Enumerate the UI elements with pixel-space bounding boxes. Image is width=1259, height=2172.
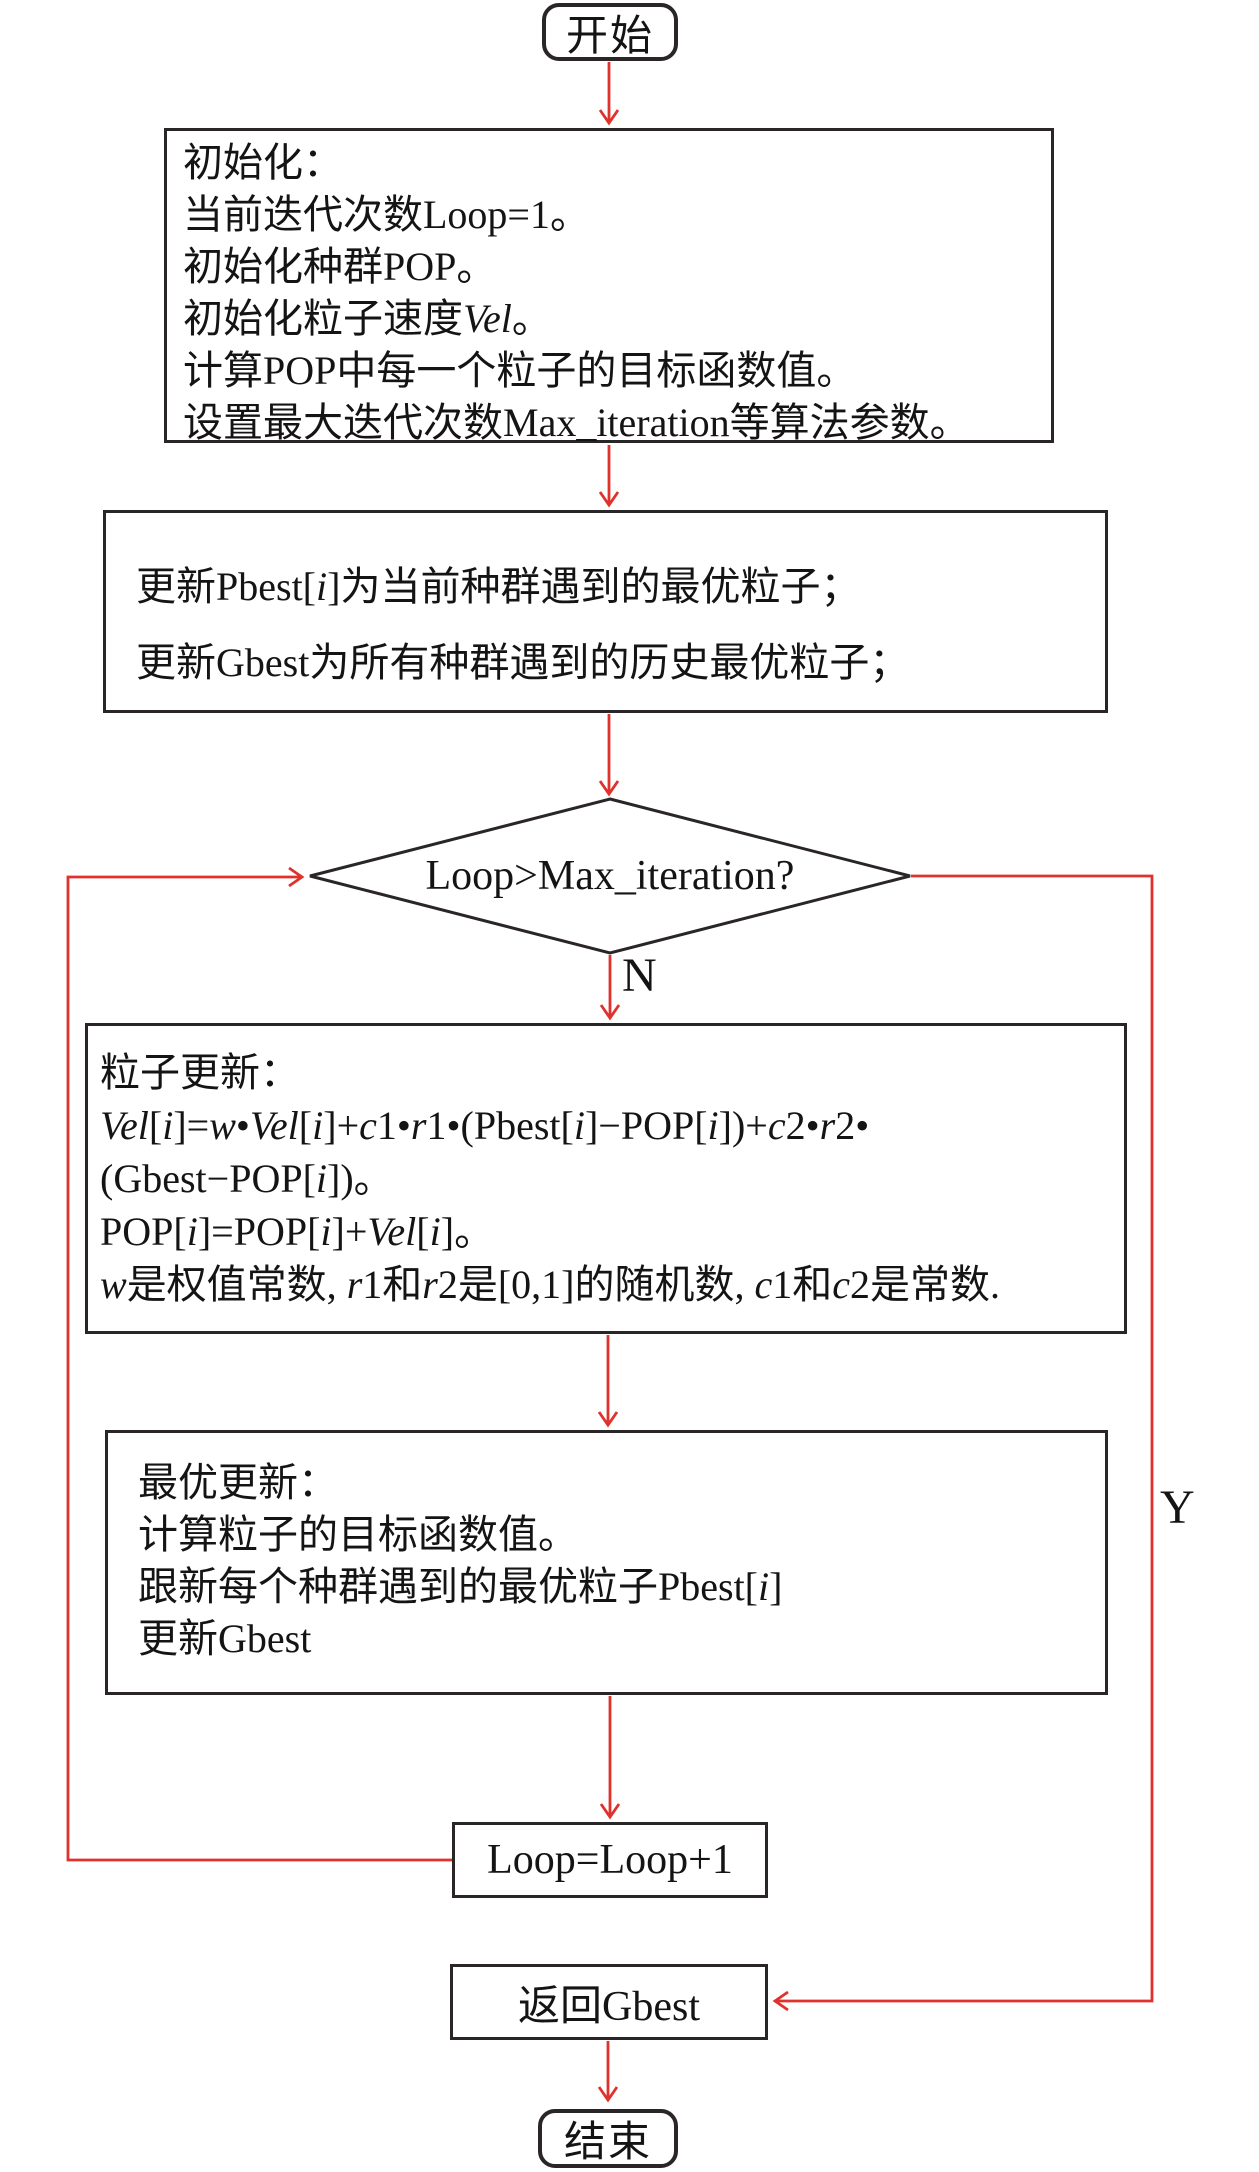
update-line: 更新Gbest为所有种群遇到的历史最优粒子； [136, 640, 910, 685]
start-node: 开始 [542, 3, 678, 61]
best-update-line: 更新Gbest [138, 1616, 312, 1661]
init-line: 设置最大迭代次数Max_iteration等算法参数。 [183, 400, 970, 445]
update-pbest-gbest-box: 更新Pbest[i]为当前种群遇到的最优粒子； 更新Gbest为所有种群遇到的历… [103, 510, 1108, 713]
return-gbest-label: 返回Gbest [518, 1983, 700, 2030]
particle-update-line: POP[i]=POP[i]+Vel[i]。 [100, 1209, 495, 1254]
init-box: 初始化： 当前迭代次数Loop=1。 初始化种群POP。 初始化粒子速度Vel。… [164, 128, 1054, 445]
init-line: 当前迭代次数Loop=1。 [183, 192, 590, 237]
yes-branch-decision-to-return [772, 874, 1154, 2012]
loopback-increment-to-decision [66, 866, 452, 1862]
particle-update-line: Vel[i]=w•Vel[i]+c1•r1•(Pbest[i]−POP[i])+… [100, 1103, 870, 1148]
best-update-line: 跟新每个种群遇到的最优粒子Pbest[i] [138, 1564, 783, 1609]
decision-diamond [309, 797, 911, 955]
best-update-line: 最优更新： [138, 1460, 338, 1505]
particle-update-box: 粒子更新： Vel[i]=w•Vel[i]+c1•r1•(Pbest[i]−PO… [85, 1023, 1127, 1334]
return-gbest-box: 返回Gbest [450, 1964, 768, 2040]
branch-label-yes: Y [1160, 1481, 1195, 1534]
particle-update-line: w是权值常数, r1和r2是[0,1]的随机数, c1和c2是常数. [100, 1262, 1001, 1307]
best-update-line: 计算粒子的目标函数值。 [138, 1512, 578, 1557]
init-line: 初始化种群POP。 [183, 244, 497, 289]
init-line: 初始化： [183, 140, 343, 185]
init-line: 初始化粒子速度Vel。 [183, 296, 552, 341]
start-label: 开始 [565, 13, 654, 60]
particle-update-line: (Gbest−POP[i])。 [100, 1156, 394, 1201]
loop-increment-box: Loop=Loop+1 [452, 1822, 768, 1898]
branch-label-no: N [622, 949, 657, 1002]
best-update-box: 最优更新： 计算粒子的目标函数值。 跟新每个种群遇到的最优粒子Pbest[i] … [105, 1430, 1108, 1695]
particle-update-line: 粒子更新： [100, 1050, 300, 1095]
loop-increment-label: Loop=Loop+1 [487, 1837, 733, 1883]
init-line: 计算POP中每一个粒子的目标函数值。 [183, 348, 857, 393]
end-node: 结束 [538, 2109, 678, 2168]
decision-label: Loop>Max_iteration? [425, 853, 795, 899]
end-label: 结束 [563, 2120, 652, 2166]
update-line: 更新Pbest[i]为当前种群遇到的最优粒子； [136, 564, 861, 609]
